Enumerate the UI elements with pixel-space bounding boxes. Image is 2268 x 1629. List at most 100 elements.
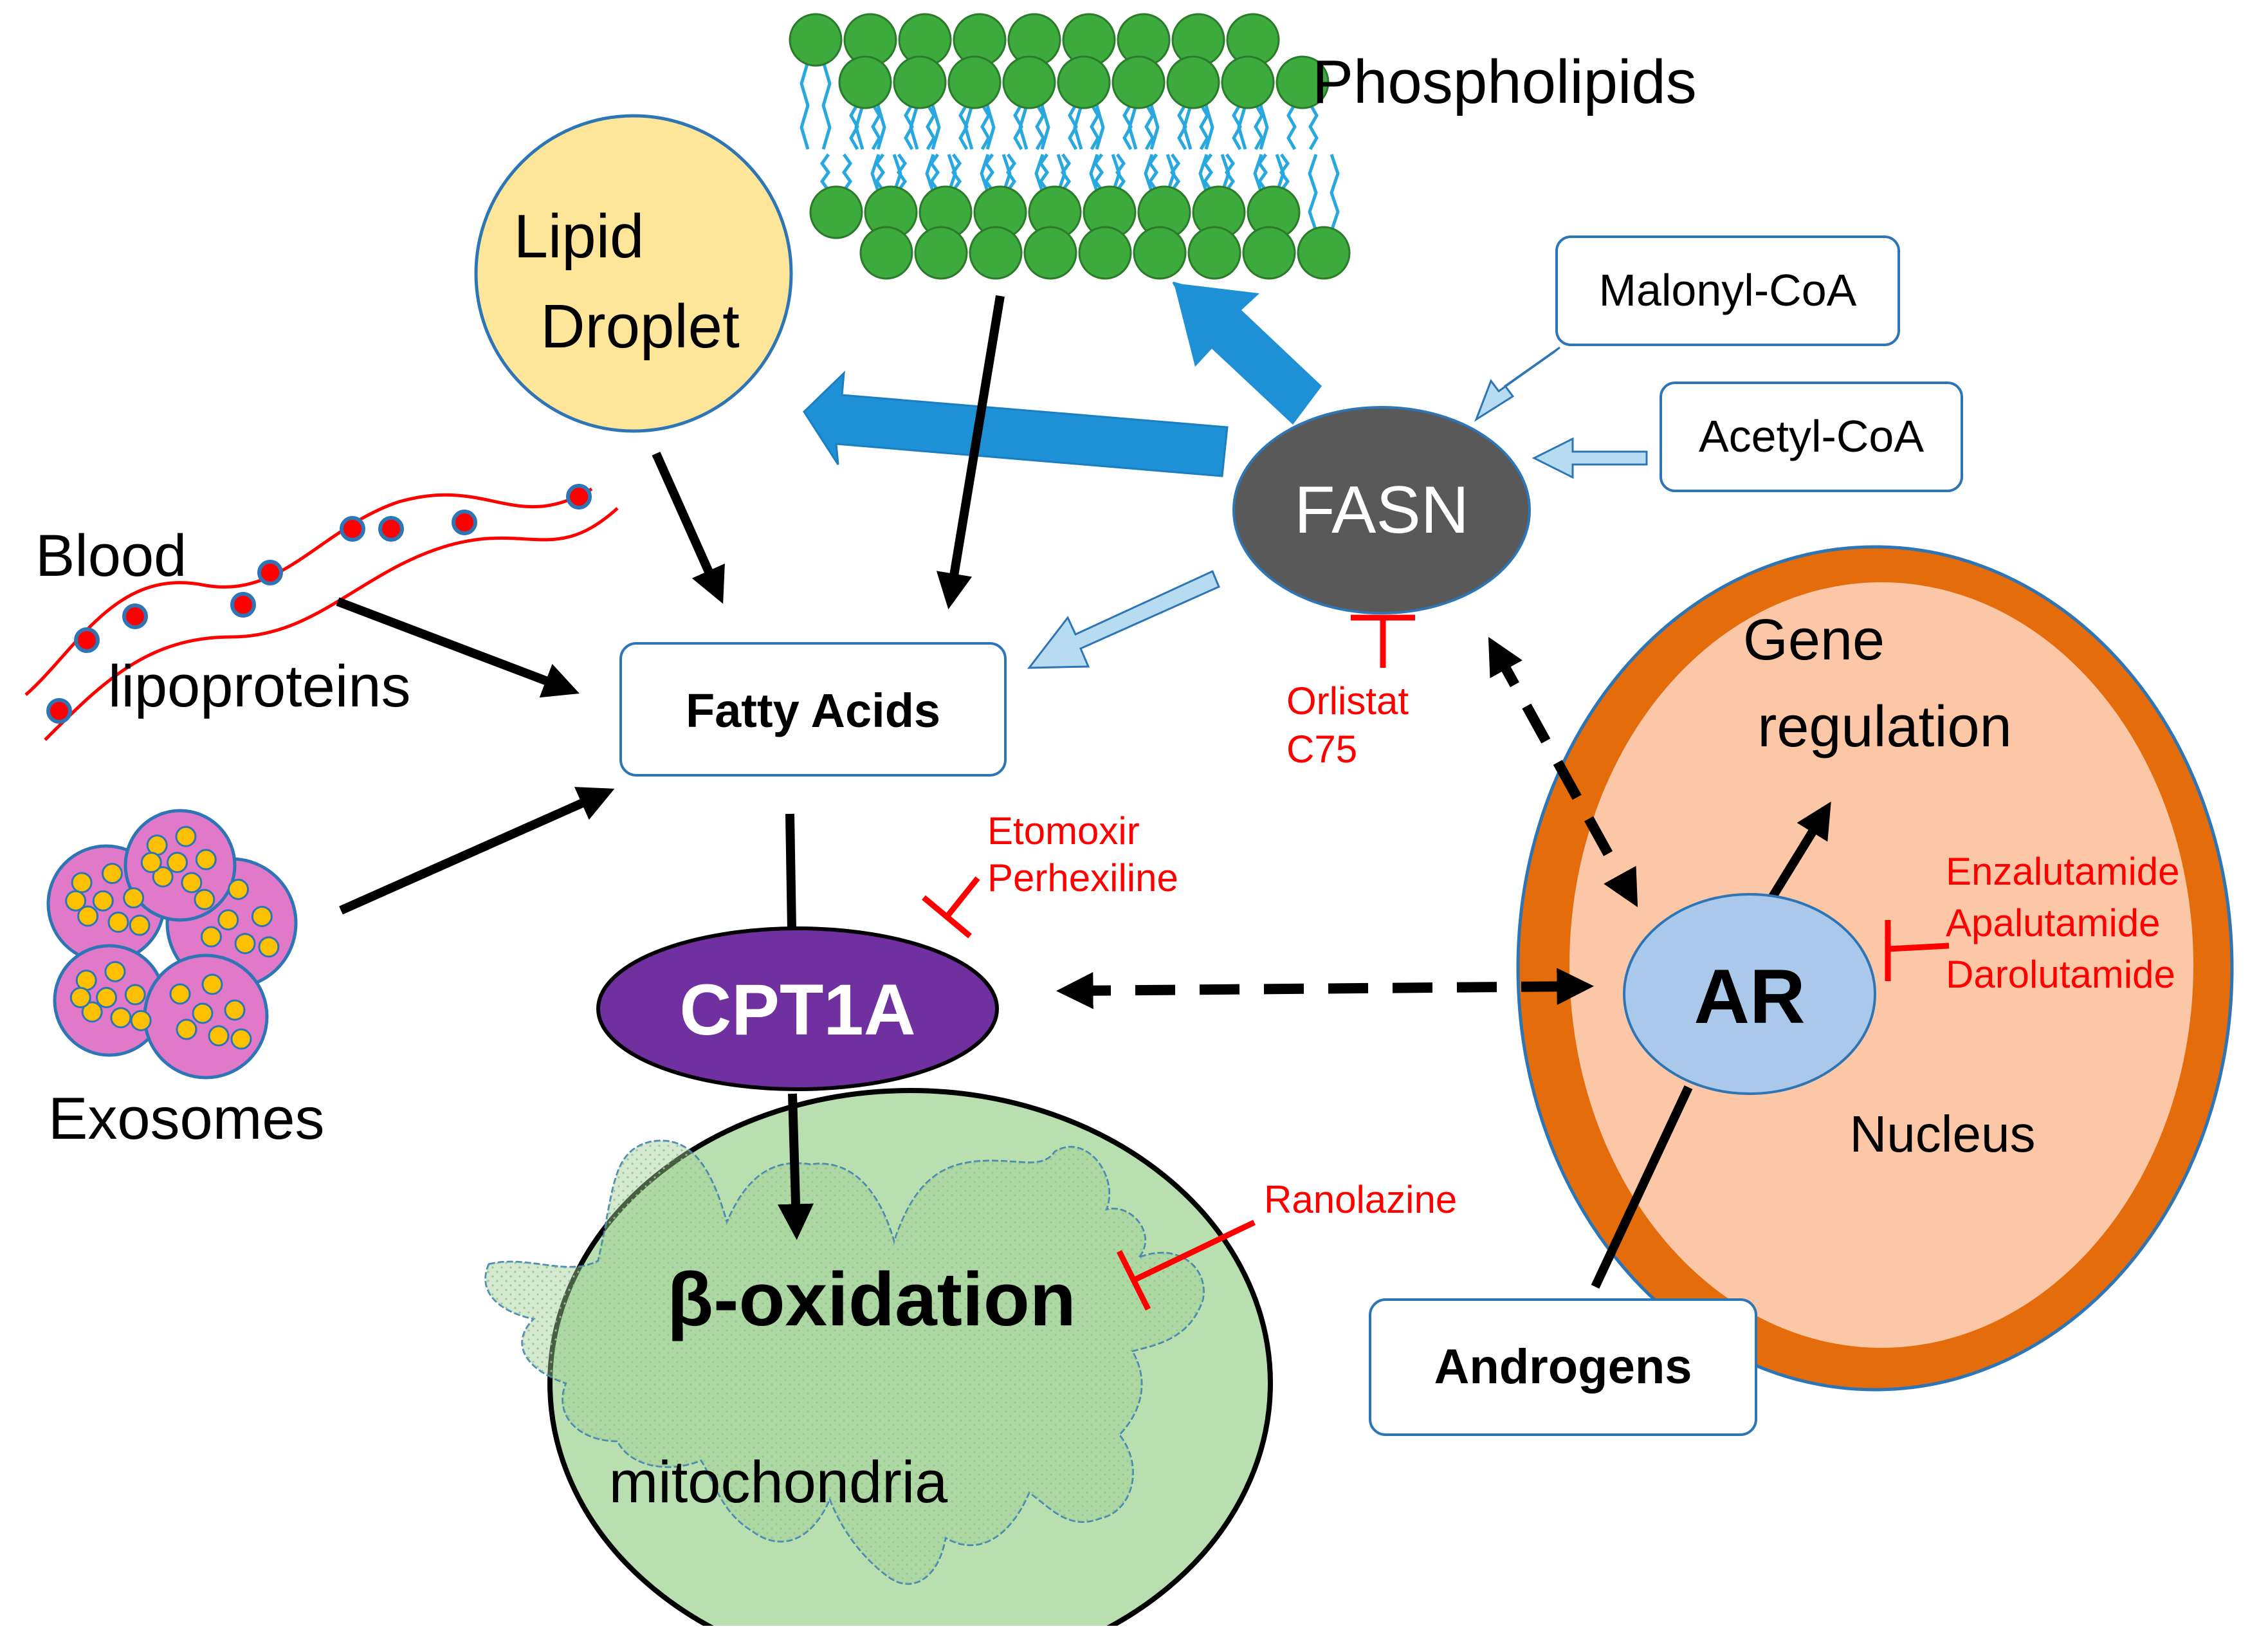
lipid-head	[1002, 55, 1056, 109]
acetyl-coa-label: Acetyl-CoA	[1699, 411, 1924, 461]
lipid-droplet-line2: Droplet	[540, 292, 739, 361]
inhibitor-ar: Enzalutamide Apalutamide Darolutamide	[1885, 850, 2180, 996]
lipid-head	[1221, 55, 1275, 109]
lipid-head	[1023, 226, 1077, 280]
lipoprotein-particles	[46, 484, 592, 724]
arrow-exosomes-to-fatty-acids	[339, 787, 615, 915]
androgens-label: Androgens	[1434, 1339, 1692, 1394]
exosome-cargo-particle	[230, 1028, 252, 1050]
acetyl-coa-rect	[1660, 382, 1963, 492]
inhibitor-fasn-drug: C75	[1286, 728, 1357, 771]
blood-label: Blood	[35, 523, 187, 589]
lipid-droplet-line1: Lipid	[514, 202, 645, 271]
arrow-phospholipids-to-fatty-acids	[936, 295, 1005, 610]
lipid-head	[1133, 226, 1187, 280]
exosome-cargo-particle	[123, 887, 145, 909]
gene-regulation-line2: regulation	[1757, 695, 2011, 759]
lipid-tail	[1144, 103, 1155, 151]
mitochondria-matrix	[485, 1140, 1204, 1584]
lipid-head	[1078, 226, 1132, 280]
lipid-head	[1297, 226, 1351, 280]
arrow-acetyl-to-fasn	[1532, 437, 1648, 479]
inhibitor-beta-drug: Ranolazine	[1264, 1178, 1457, 1221]
lipoprotein-dot	[566, 484, 592, 510]
exosomes-label: Exosomes	[48, 1086, 325, 1152]
exosome-cargo-particle	[208, 1025, 230, 1047]
fasn-output-arrows	[803, 282, 1322, 669]
lipid-head	[914, 226, 968, 280]
arrow-fasn-to-lipid-droplet	[803, 371, 1229, 477]
inhibitor-cpt1a-bar	[922, 895, 972, 939]
exosome-cargo-particle	[175, 825, 197, 847]
lipid-tail	[1122, 103, 1133, 151]
lipid-head	[1166, 55, 1220, 109]
lipid-head	[893, 55, 947, 109]
inhibitor-cpt1a: Etomoxir Perhexiline	[922, 809, 1178, 939]
lipid-tail	[926, 103, 936, 151]
exosome-cargo-particle	[65, 890, 87, 912]
exosome-cargo-particle	[224, 999, 246, 1021]
vessel-wall-upper	[24, 487, 593, 696]
phospholipids-label: Phospholipids	[1312, 48, 1697, 116]
lipid-tail	[874, 153, 886, 192]
androgens-rect	[1369, 1298, 1757, 1436]
ar-ellipse	[1623, 893, 1876, 1095]
inhibitor-cpt1a-drug: Perhexiline	[987, 856, 1178, 899]
exosome-cargo-particle	[101, 863, 123, 885]
nucleus-interior	[1569, 582, 2193, 1348]
beta-oxidation-label: β-oxidation	[667, 1257, 1076, 1342]
lipid-head	[838, 55, 892, 109]
inhibitor-ar-drug: Apalutamide	[1946, 901, 2161, 944]
lipid-tail	[1148, 153, 1159, 192]
lipoproteins-label: lipoproteins	[108, 654, 411, 719]
lipoprotein-dot	[46, 698, 72, 724]
lipid-tail	[1035, 103, 1045, 151]
lipid-tail	[821, 61, 832, 150]
exosome-cargo-particle	[104, 961, 126, 982]
lipid-tail	[800, 61, 810, 150]
exosome-cargo-particle	[195, 849, 217, 870]
nucleus: Gene regulation Nucleus	[1516, 545, 2234, 1392]
lipid-tail	[1038, 153, 1050, 192]
arrow-blood-to-fatty-acids	[336, 597, 580, 698]
fatty-acids-box: Fatty Acids	[619, 642, 1007, 777]
mitochondria-label: mitochondria	[609, 1450, 949, 1515]
lipid-tail	[1308, 154, 1318, 232]
lipoprotein-dot	[257, 560, 283, 585]
lipoprotein-dot	[452, 510, 477, 535]
androgens-box: Androgens	[1369, 1298, 1757, 1436]
inhibitor-ar-drug: Darolutamide	[1946, 953, 2175, 996]
arrow-fasn-to-fatty-acids	[1027, 569, 1220, 669]
exosome-cargo-particle	[194, 888, 215, 910]
lipoprotein-dot	[230, 592, 256, 618]
lipid-tail	[1232, 103, 1242, 151]
lipid-tail	[1090, 103, 1100, 151]
lipid-tail	[849, 103, 859, 151]
lipid-tail	[1093, 153, 1104, 192]
inhibitor-fasn: Orlistat C75	[1286, 614, 1415, 771]
lipid-tail	[1068, 103, 1078, 151]
exosome-cargo-particle	[152, 866, 174, 888]
exosome-cargo-particle	[228, 878, 250, 900]
exosome-cargo-particle	[110, 1007, 132, 1029]
fasn-ellipse	[1232, 406, 1531, 614]
lipid-tail	[1202, 153, 1214, 192]
exosome-cargo-particle	[130, 1009, 152, 1031]
arrow-malonyl-to-fasn	[1474, 346, 1560, 422]
arrow-cpt1a-ar-dashed	[1056, 968, 1595, 1009]
exosome-cargo	[65, 825, 280, 1050]
exosome-cargo-particle	[77, 905, 99, 927]
lipid-tail	[1254, 103, 1264, 151]
inhibitor-beta-bar	[1116, 1249, 1151, 1311]
lipid-head	[1242, 226, 1296, 280]
exosome-cargo-particle	[96, 987, 118, 1009]
lipid-head	[789, 13, 843, 67]
exosome-cargo-particle	[169, 983, 191, 1005]
fasn-node: FASN	[1232, 406, 1531, 614]
lipid-head	[969, 226, 1023, 280]
lipid-tail	[1286, 103, 1297, 151]
exosome-cargo-particle	[71, 872, 93, 894]
phospholipid-bilayer	[789, 13, 1351, 280]
exosome-cargo-particle	[92, 890, 114, 912]
